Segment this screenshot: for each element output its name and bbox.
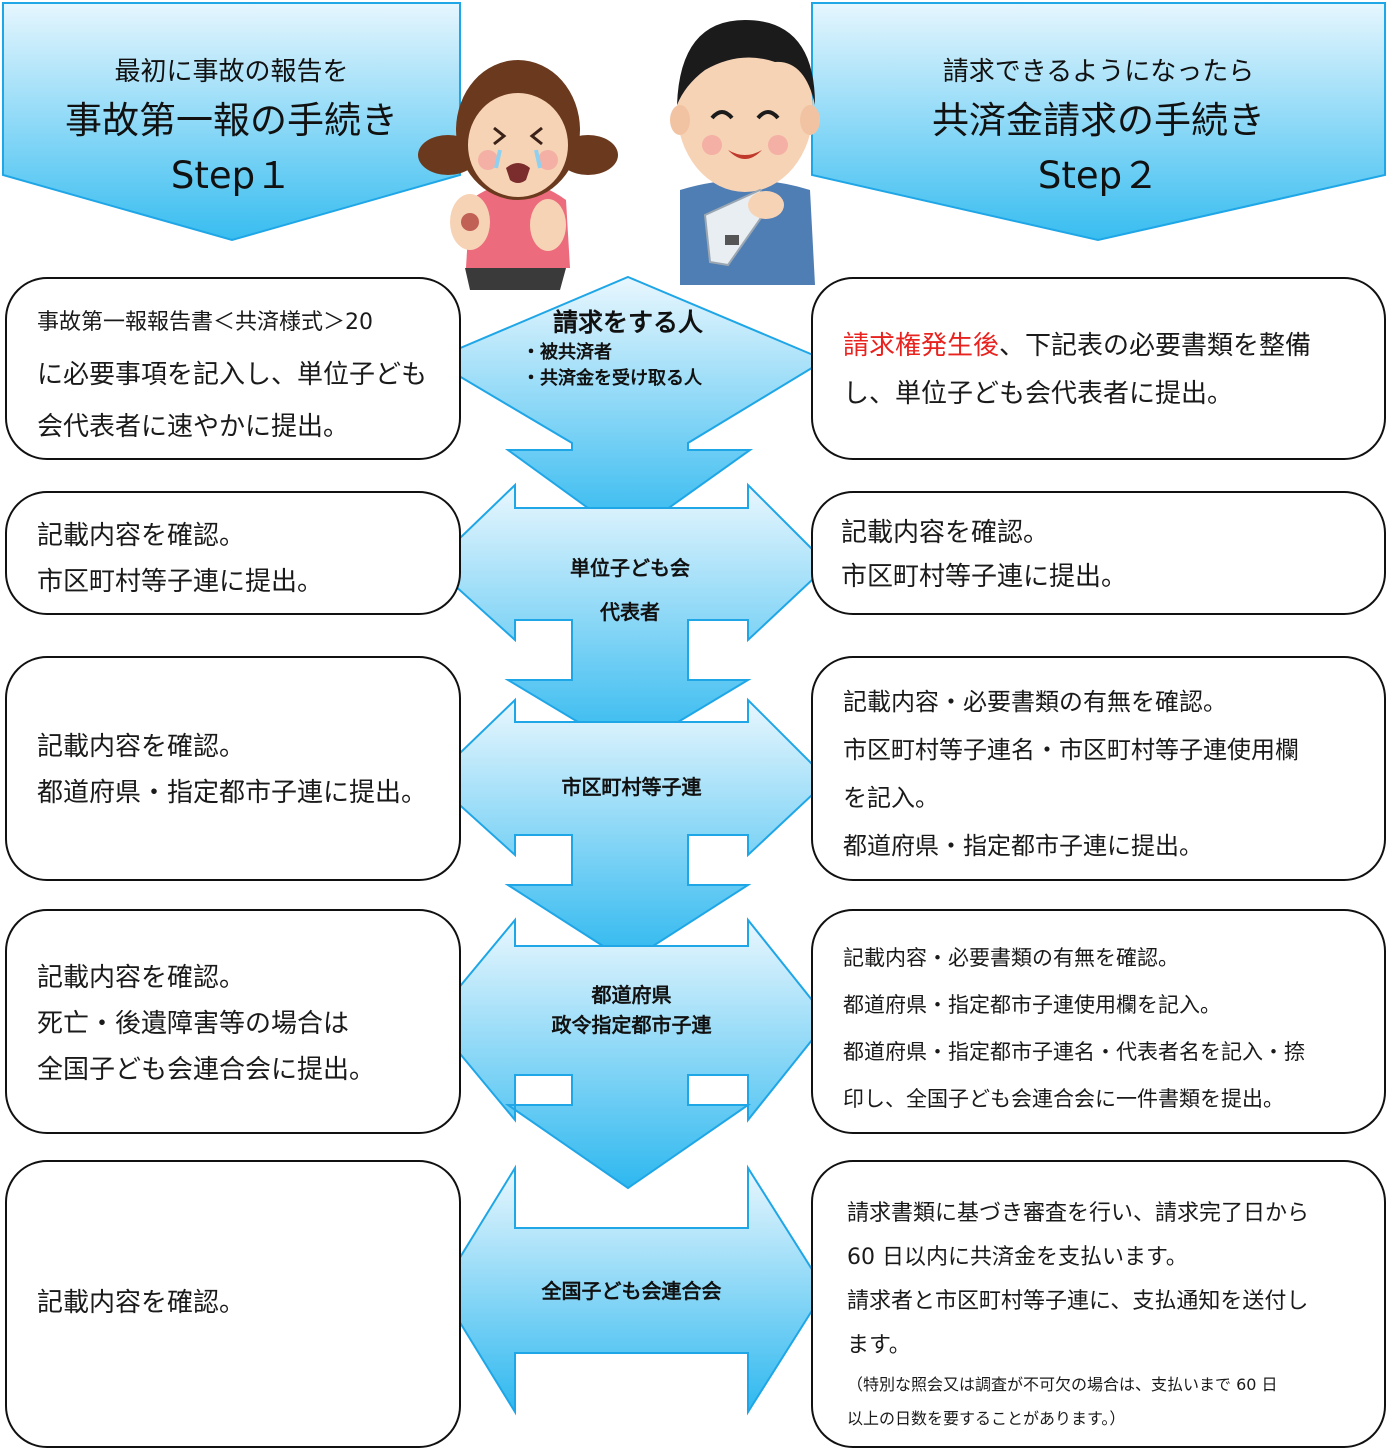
- left-box-2-line-2: 市区町村等子連に提出。: [37, 567, 324, 597]
- right-box-5-line-2: 60 日以内に共済金を支払います。: [847, 1245, 1188, 1270]
- unit-rep-label: 単位子ども会 代表者: [520, 546, 740, 634]
- right-box-2: 記載内容を確認。 市区町村等子連に提出。: [811, 491, 1386, 615]
- boy-with-sling-illustration: [670, 20, 820, 285]
- right-box-3-line-3: を記入。: [843, 784, 939, 812]
- right-box-4: 記載内容・必要書類の有無を確認。 都道府県・指定都市子連使用欄を記入。 都道府県…: [811, 909, 1386, 1134]
- step1-title: 事故第一報の手続き: [65, 99, 398, 142]
- unit-rep-line1: 単位子ども会: [570, 556, 690, 580]
- right-box-4-line-2: 都道府県・指定都市子連使用欄を記入。: [843, 993, 1221, 1017]
- left-box-3-line-2: 都道府県・指定都市子連に提出。: [37, 778, 428, 808]
- left-box-5-line-1: 記載内容を確認。: [37, 1288, 246, 1318]
- left-box-3-line-1: 記載内容を確認。: [37, 732, 246, 762]
- step2-subtitle: 請求できるようになったら: [942, 57, 1255, 87]
- step2-title: 共済金請求の手続き: [932, 99, 1265, 142]
- pref-line1: 都道府県: [591, 983, 672, 1007]
- step1-header-arrow: [2, 2, 461, 242]
- right-box-4-line-1: 記載内容・必要書類の有無を確認。: [843, 946, 1179, 970]
- right-box-3: 記載内容・必要書類の有無を確認。 市区町村等子連名・市区町村等子連使用欄 を記入…: [811, 656, 1386, 881]
- pref-line2: 政令指定都市子連: [551, 1013, 712, 1037]
- claimant-label: 請求をする人 ・被共済者 ・共済金を受け取る人: [508, 306, 748, 392]
- right-box-5-note-1: （特別な照会又は調査が不可欠の場合は、支払いまで 60 日: [847, 1375, 1278, 1394]
- left-box-2-line-1: 記載内容を確認。: [37, 521, 246, 551]
- right-box-3-line-4: 都道府県・指定都市子連に提出。: [843, 832, 1203, 860]
- right-box-5-note-2: 以上の日数を要することがあります。）: [847, 1409, 1126, 1428]
- crying-girl-illustration: [418, 60, 618, 290]
- left-box-1-line-2: に必要事項を記入し、単位子ども: [37, 360, 428, 390]
- unit-rep-line2: 代表者: [600, 600, 660, 624]
- left-box-1-line-3: 会代表者に速やかに提出。: [37, 412, 350, 442]
- claim-right-highlight: 請求権発生後: [843, 331, 1000, 361]
- right-box-1-line-2: し、単位子ども会代表者に提出。: [843, 379, 1234, 409]
- right-box-5: 請求書類に基づき審査を行い、請求完了日から 60 日以内に共済金を支払います。 …: [811, 1160, 1386, 1448]
- right-box-3-line-1: 記載内容・必要書類の有無を確認。: [843, 688, 1227, 716]
- right-box-4-line-3: 都道府県・指定都市子連名・代表者名を記入・捺: [843, 1040, 1305, 1064]
- step1-subtitle: 最初に事故の報告を: [114, 57, 349, 87]
- step1-step-label: Step１: [170, 154, 293, 197]
- right-box-2-line-1: 記載内容を確認。: [841, 518, 1050, 548]
- left-box-5: 記載内容を確認。: [5, 1160, 461, 1448]
- city-label: 市区町村等子連: [561, 775, 702, 799]
- pref-double-arrow: [430, 917, 830, 1190]
- left-box-4-line-3: 全国子ども会連合会に提出。: [37, 1055, 376, 1085]
- step2-header-arrow: [811, 2, 1386, 242]
- left-box-1-line-1: 事故第一報報告書＜共済様式＞20: [37, 310, 373, 335]
- city-double-arrow: [430, 697, 830, 964]
- left-box-1: 事故第一報報告書＜共済様式＞20 に必要事項を記入し、単位子ども 会代表者に速や…: [5, 277, 461, 460]
- claimant-item-1: ・被共済者: [522, 342, 612, 363]
- left-box-2: 記載内容を確認。 市区町村等子連に提出。: [5, 491, 461, 615]
- right-box-5-line-1: 請求書類に基づき審査を行い、請求完了日から: [847, 1201, 1310, 1226]
- pref-label: 都道府県 政令指定都市子連: [515, 980, 748, 1040]
- national-label: 全国子ども会連合会: [541, 1279, 722, 1303]
- right-box-5-line-3: 請求者と市区町村等子連に、支払通知を送付し: [847, 1289, 1309, 1314]
- right-box-1-rest: 、下記表の必要書類を整備: [999, 331, 1312, 361]
- step2-header: 請求できるようになったら 共済金請求の手続き Step２: [812, 52, 1385, 202]
- unit-rep-double-arrow: [430, 482, 830, 754]
- left-box-4: 記載内容を確認。 死亡・後遺障害等の場合は 全国子ども会連合会に提出。: [5, 909, 461, 1134]
- left-box-4-line-2: 死亡・後遺障害等の場合は: [37, 1009, 350, 1039]
- left-box-4-line-1: 記載内容を確認。: [37, 963, 246, 993]
- right-box-3-line-2: 市区町村等子連名・市区町村等子連使用欄: [843, 736, 1299, 764]
- right-box-5-line-4: ます。: [847, 1333, 911, 1358]
- left-box-3: 記載内容を確認。 都道府県・指定都市子連に提出。: [5, 656, 461, 881]
- right-box-1-line-1: 請求権発生後、下記表の必要書類を整備: [843, 322, 1384, 370]
- right-box-2-line-2: 市区町村等子連に提出。: [841, 562, 1128, 592]
- right-box-1: 請求権発生後、下記表の必要書類を整備 し、単位子ども会代表者に提出。: [811, 277, 1386, 460]
- step1-header: 最初に事故の報告を 事故第一報の手続き Step１: [3, 52, 460, 202]
- step2-step-label: Step２: [1037, 154, 1160, 197]
- claimant-title: 請求をする人: [552, 308, 703, 337]
- claimant-item-2: ・共済金を受け取る人: [522, 368, 702, 389]
- right-box-4-line-4: 印し、全国子ども会連合会に一件書類を提出。: [843, 1087, 1284, 1111]
